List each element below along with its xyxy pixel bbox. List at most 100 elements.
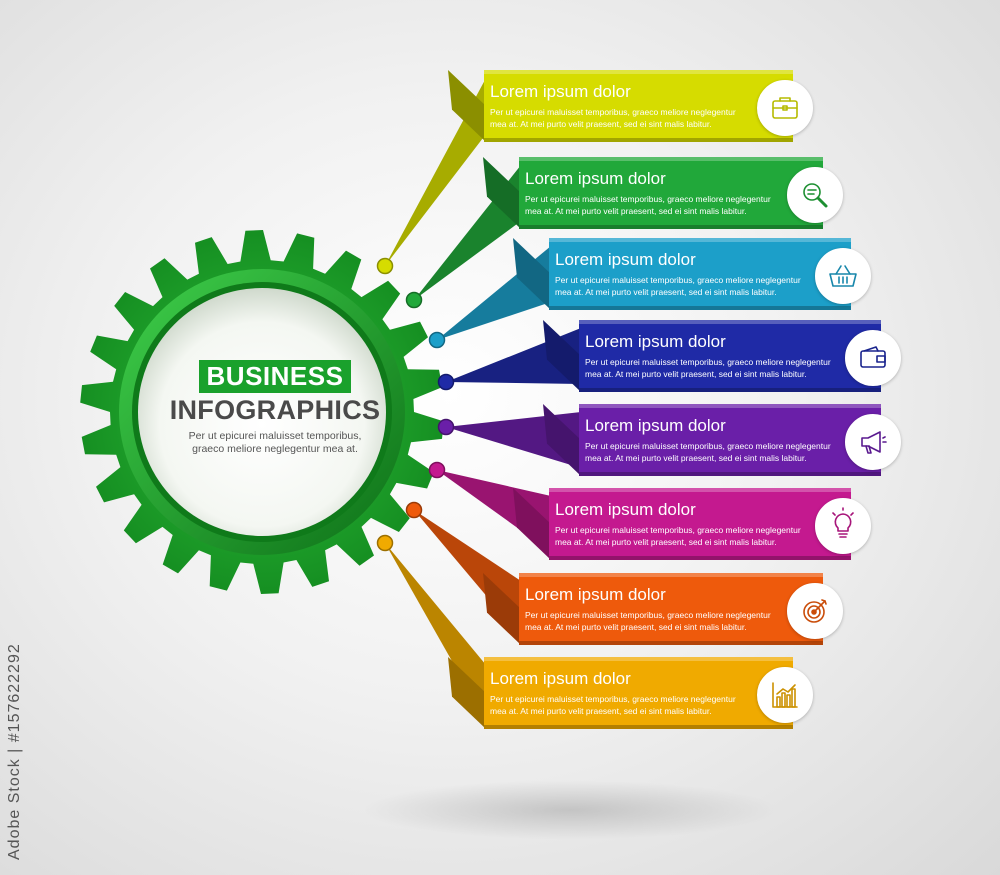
ribbon-7 [414,510,823,645]
item-desc-line-2: mea at. At mei purto velit praesent, sed… [525,206,747,216]
ribbon-highlight [549,488,851,492]
ribbon-band [549,488,851,560]
item-title-2: Lorem ipsum dolor [525,169,666,188]
infographics-heading: INFOGRAPHICS [169,395,381,425]
item-desc-line-1: Per ut epicurei maluisset temporibus, gr… [490,694,736,704]
ribbon-fold [543,404,581,476]
gear-subtext-line-1: Per ut epicurei maluisset temporibus, [188,430,362,442]
ribbon-band [484,657,793,729]
connector-dot-8 [376,534,394,552]
watermark-text: Adobe Stock | #157622292 [6,643,23,860]
ribbon-bottom-edge [484,725,793,729]
wallet-icon [845,330,901,386]
item-desc-8: Per ut epicurei maluisset temporibus, gr… [490,693,790,717]
target-icon [787,583,843,639]
connector-dot-5 [437,418,455,436]
connector-dots-layer [376,257,455,552]
item-desc-line-1: Per ut epicurei maluisset temporibus, gr… [585,441,831,451]
item-title-8: Lorem ipsum dolor [490,669,631,688]
item-title-5: Lorem ipsum dolor [585,416,726,435]
connector-dot-1 [376,257,394,275]
gear-subtext: Per ut epicurei maluisset temporibus, gr… [160,430,390,456]
connector-dot-3 [428,331,446,349]
gear-subtext-line-2: graeco meliore neglegentur mea at. [192,443,358,455]
item-desc-line-2: mea at. At mei purto velit praesent, sed… [525,622,747,632]
connector-dot-2 [405,291,423,309]
ribbon-5 [446,404,881,476]
ribbon-bottom-edge [519,641,823,645]
ribbon-bottom-edge [549,556,851,560]
gear-inner-face [138,288,386,536]
gear [80,230,444,594]
item-desc-line-1: Per ut epicurei maluisset temporibus, gr… [525,194,771,204]
megaphone-icon [845,414,901,470]
item-title-3: Lorem ipsum dolor [555,250,696,269]
item-desc-line-2: mea at. At mei purto velit praesent, sed… [585,453,807,463]
connector-dot-6 [428,461,446,479]
ribbon-highlight [484,657,793,661]
connector-dot-4 [437,373,455,391]
ribbon-highlight [579,404,881,408]
ribbon-1 [385,70,793,266]
ribbon-highlight [549,238,851,242]
item-desc-line-1: Per ut epicurei maluisset temporibus, gr… [585,357,831,367]
ribbon-pointer [385,78,486,266]
item-desc-line-1: Per ut epicurei maluisset temporibus, gr… [490,107,736,117]
ribbon-band [549,238,851,310]
gear-center-text: BUSINESS INFOGRAPHICS Per ut epicurei ma… [160,360,390,456]
item-desc-7: Per ut epicurei maluisset temporibus, gr… [525,609,825,633]
item-desc-line-2: mea at. At mei purto velit praesent, sed… [490,706,712,716]
ribbon-bottom-edge [579,388,881,392]
connector-dot-7 [405,501,423,519]
ribbon-fold [513,488,551,560]
ribbon-fold [513,238,551,310]
ribbon-2 [414,157,823,300]
item-desc-3: Per ut epicurei maluisset temporibus, gr… [555,274,855,298]
item-title-4: Lorem ipsum dolor [585,332,726,351]
ribbon-fold [483,157,521,229]
ribbon-highlight [579,320,881,324]
ribbon-bottom-edge [549,306,851,310]
item-desc-line-1: Per ut epicurei maluisset temporibus, gr… [555,525,801,535]
ribbon-fold [543,320,581,392]
briefcase-icon [757,80,813,136]
ribbon-highlight [519,573,823,577]
item-desc-line-2: mea at. At mei purto velit praesent, sed… [555,537,777,547]
ribbon-3 [437,238,851,340]
ribbons-layer [385,70,881,729]
item-title-7: Lorem ipsum dolor [525,585,666,604]
magnifier-icon [787,167,843,223]
item-desc-1: Per ut epicurei maluisset temporibus, gr… [490,106,790,130]
shopping-basket-icon [815,248,871,304]
item-desc-line-1: Per ut epicurei maluisset temporibus, gr… [525,610,771,620]
ribbon-highlight [484,70,793,74]
ribbon-highlight [519,157,823,161]
ribbon-fold [483,573,521,645]
ribbon-bottom-edge [484,138,793,142]
ribbon-band [579,320,881,392]
ribbon-8 [385,543,793,729]
item-desc-2: Per ut epicurei maluisset temporibus, gr… [525,193,825,217]
ribbon-4 [446,320,881,392]
item-desc-line-1: Per ut epicurei maluisset temporibus, gr… [555,275,801,285]
item-title-1: Lorem ipsum dolor [490,82,631,101]
item-title-6: Lorem ipsum dolor [555,500,696,519]
item-desc-6: Per ut epicurei maluisset temporibus, gr… [555,524,855,548]
ribbon-6 [437,470,851,560]
ribbon-band [519,573,823,645]
business-badge: BUSINESS [198,360,352,393]
ribbon-bottom-edge [519,225,823,229]
ribbon-fold [448,657,486,729]
item-desc-4: Per ut epicurei maluisset temporibus, gr… [585,356,885,380]
item-desc-line-2: mea at. At mei purto velit praesent, sed… [490,119,712,129]
ribbon-fold [448,70,486,142]
bar-chart-icon [757,667,813,723]
item-desc-5: Per ut epicurei maluisset temporibus, gr… [585,440,885,464]
item-desc-line-2: mea at. At mei purto velit praesent, sed… [555,287,777,297]
ribbon-band [519,157,823,229]
ribbon-band [484,70,793,142]
item-desc-line-2: mea at. At mei purto velit praesent, sed… [585,369,807,379]
ribbon-bottom-edge [579,472,881,476]
